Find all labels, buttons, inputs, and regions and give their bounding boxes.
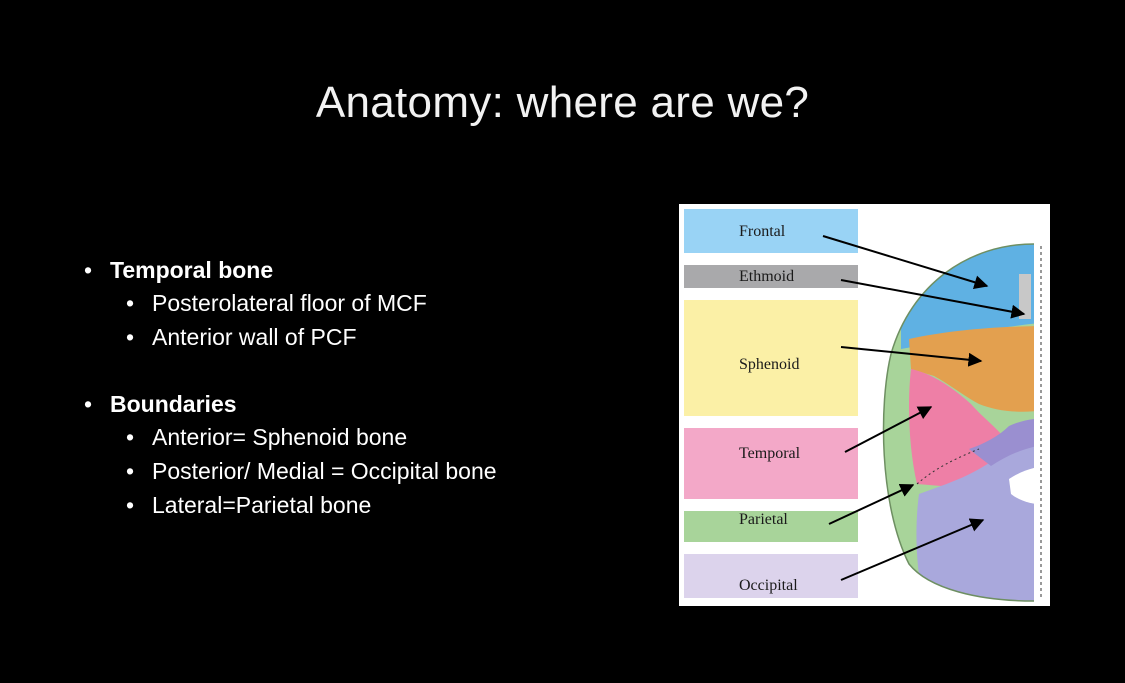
label-box-occipital (684, 554, 858, 598)
pointer-arrow (822, 235, 989, 290)
pointer-arrow (840, 346, 983, 367)
bullet-list: Temporal bone Posterolateral floor of MC… (84, 254, 644, 522)
label-sphenoid: Sphenoid (739, 356, 799, 373)
bullet-item: Lateral=Parietal bone (84, 488, 644, 522)
pointer-arrow (840, 279, 1026, 319)
label-box-temporal (684, 428, 858, 499)
label-occipital: Occipital (739, 577, 798, 594)
label-box-sphenoid (684, 300, 858, 416)
pointer-arrow (844, 406, 933, 453)
bullet-item: Anterior= Sphenoid bone (84, 420, 644, 454)
label-temporal: Temporal (739, 445, 801, 462)
skull-base-illustration: Frontal Ethmoid Sphenoid Temporal Pariet… (684, 209, 1050, 602)
bullet-heading-boundaries: Boundaries (84, 388, 644, 420)
label-box-ethmoid (684, 265, 858, 288)
label-frontal: Frontal (739, 223, 786, 240)
label-parietal: Parietal (739, 511, 788, 528)
bullet-item: Posterior/ Medial = Occipital bone (84, 454, 644, 488)
skull-base-figure: Frontal Ethmoid Sphenoid Temporal Pariet… (679, 204, 1050, 606)
label-ethmoid: Ethmoid (739, 268, 794, 285)
bullet-item: Posterolateral floor of MCF (84, 286, 644, 320)
bullet-item: Anterior wall of PCF (84, 320, 644, 354)
pointer-arrow (828, 483, 915, 525)
label-box-parietal (684, 511, 858, 542)
bullet-heading-temporal-bone: Temporal bone (84, 254, 644, 286)
label-box-frontal (684, 209, 858, 253)
pointer-arrow (840, 518, 985, 581)
slide-title: Anatomy: where are we? (315, 78, 810, 127)
